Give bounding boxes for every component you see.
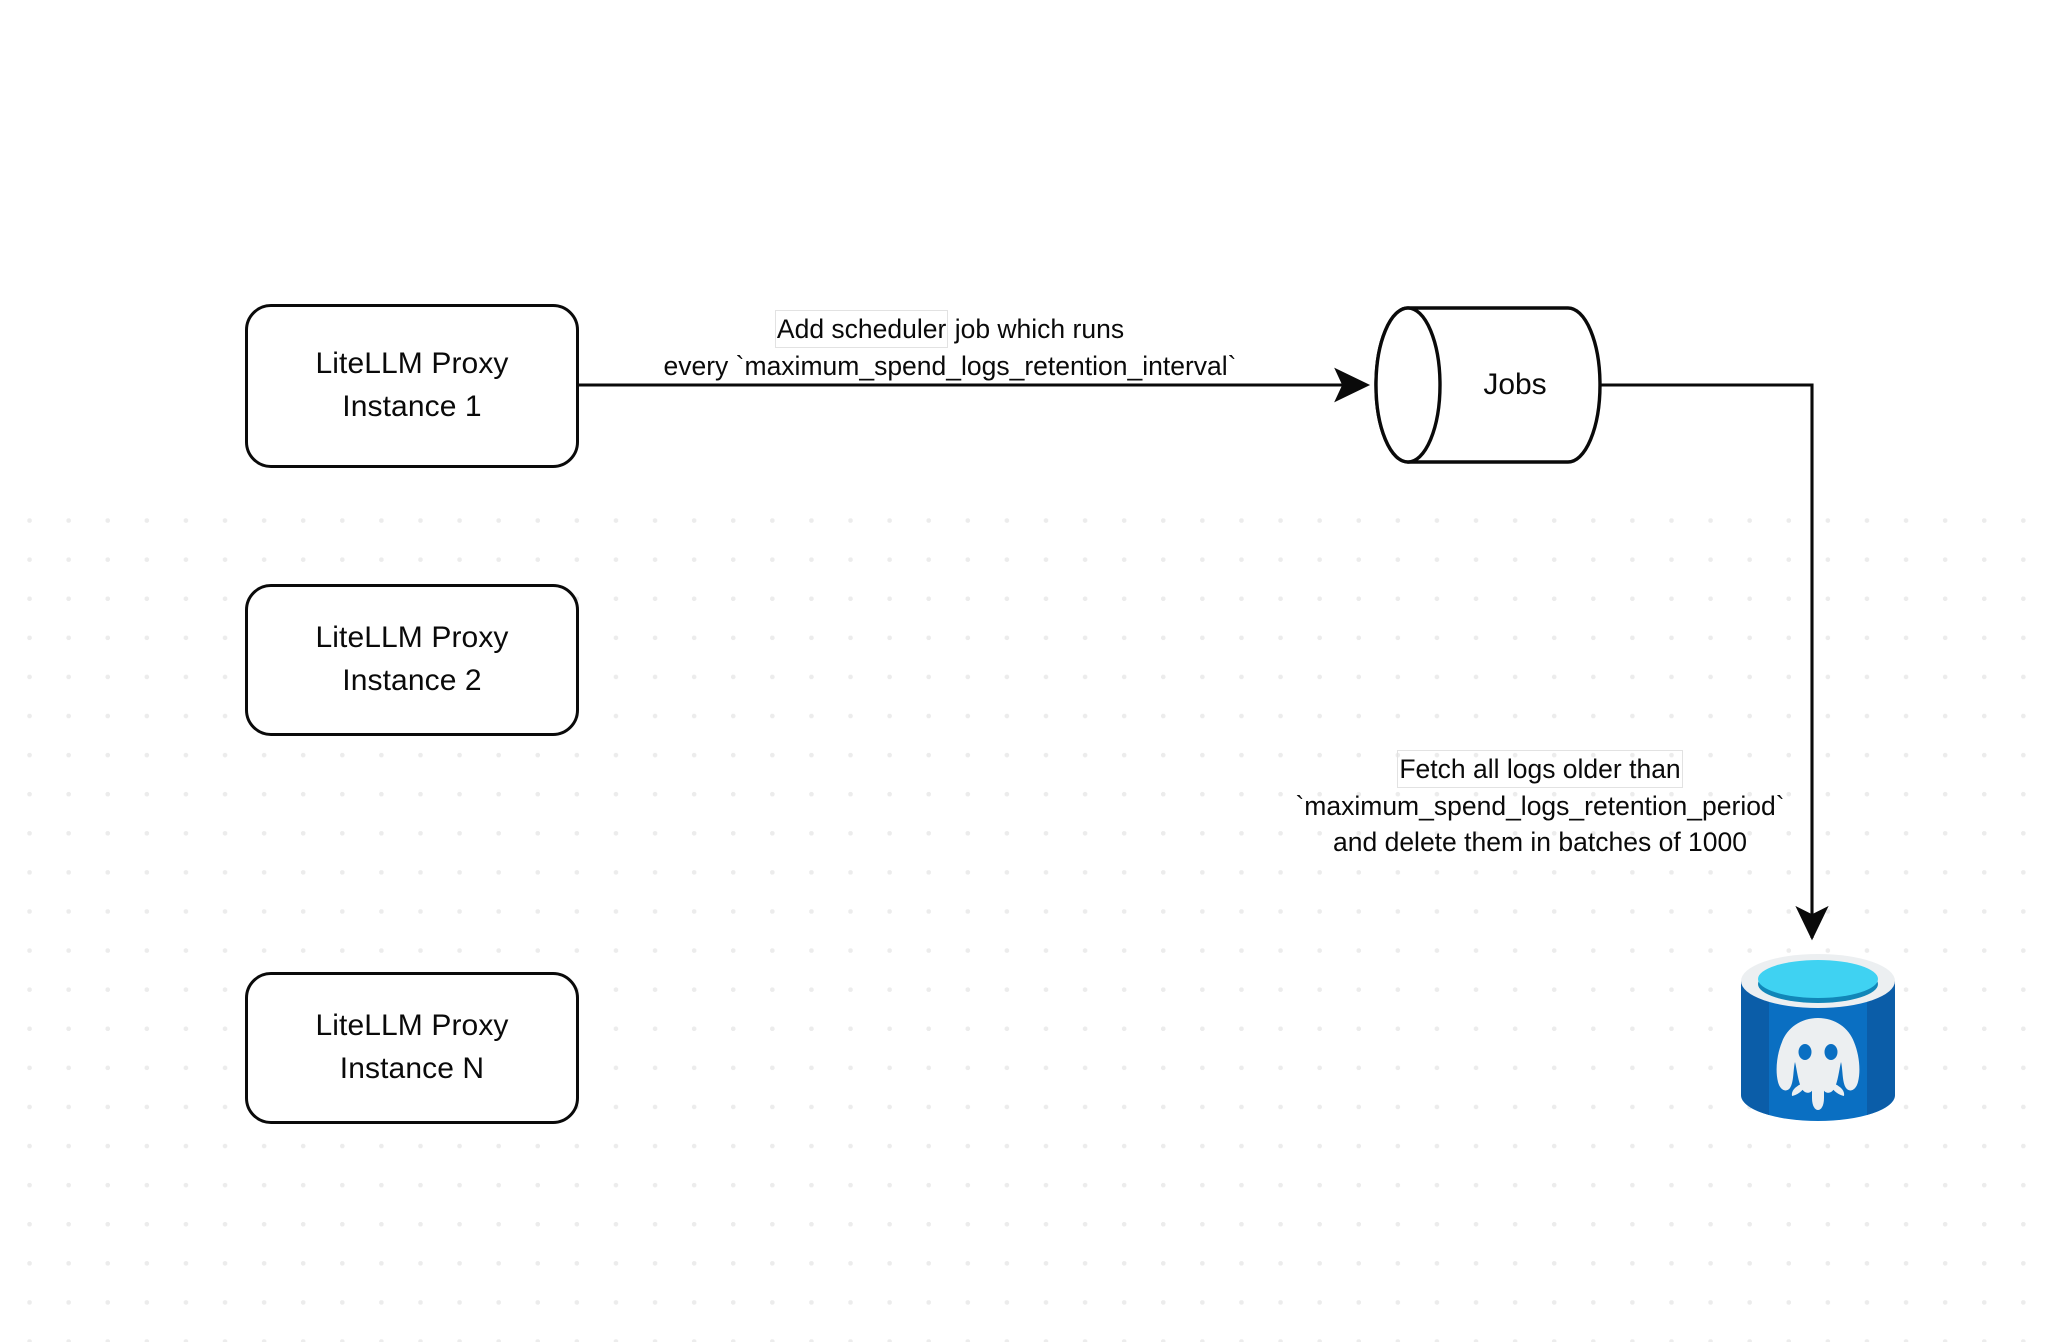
- edge-label-scheduler: Add scheduler job which runs every `maxi…: [600, 310, 1300, 384]
- edge-label-line-1: Fetch all logs older than: [1220, 750, 1860, 788]
- node-label-line: LiteLLM Proxy: [315, 347, 509, 381]
- node-label-line: Instance 2: [342, 664, 482, 697]
- postgresql-elephant-icon: [1741, 954, 1895, 1121]
- node-postgres-database[interactable]: [1735, 948, 1901, 1128]
- elephant-eyes: [1798, 1044, 1838, 1060]
- cylinder-shape: [1374, 306, 1602, 464]
- node-label-line: LiteLLM Proxy: [315, 621, 509, 655]
- elephant-tusks: [1791, 1084, 1845, 1096]
- node-label-line: Instance 1: [342, 390, 482, 423]
- node-label-line: Instance N: [339, 1052, 485, 1085]
- edge-label-line-2: `maximum_spend_logs_retention_period`: [1295, 791, 1785, 821]
- elephant-glyph: [1776, 1018, 1860, 1110]
- edge-label-line-1: Add scheduler job which runs: [600, 310, 1300, 348]
- edge-label-line-3: and delete them in batches of 1000: [1333, 827, 1747, 857]
- node-label-line: LiteLLM Proxy: [315, 1009, 509, 1043]
- edge-label-line-2: every `maximum_spend_logs_retention_inte…: [663, 351, 1237, 381]
- node-litellm-proxy-instance-2[interactable]: LiteLLM Proxy Instance 2: [245, 584, 579, 736]
- node-litellm-proxy-instance-n[interactable]: LiteLLM Proxy Instance N: [245, 972, 579, 1124]
- node-litellm-proxy-instance-1[interactable]: LiteLLM Proxy Instance 1: [245, 304, 579, 468]
- edge-label-delete-logs: Fetch all logs older than `maximum_spend…: [1220, 750, 1860, 860]
- node-jobs-label: Jobs: [1483, 368, 1547, 401]
- node-jobs-queue[interactable]: [1374, 305, 1602, 465]
